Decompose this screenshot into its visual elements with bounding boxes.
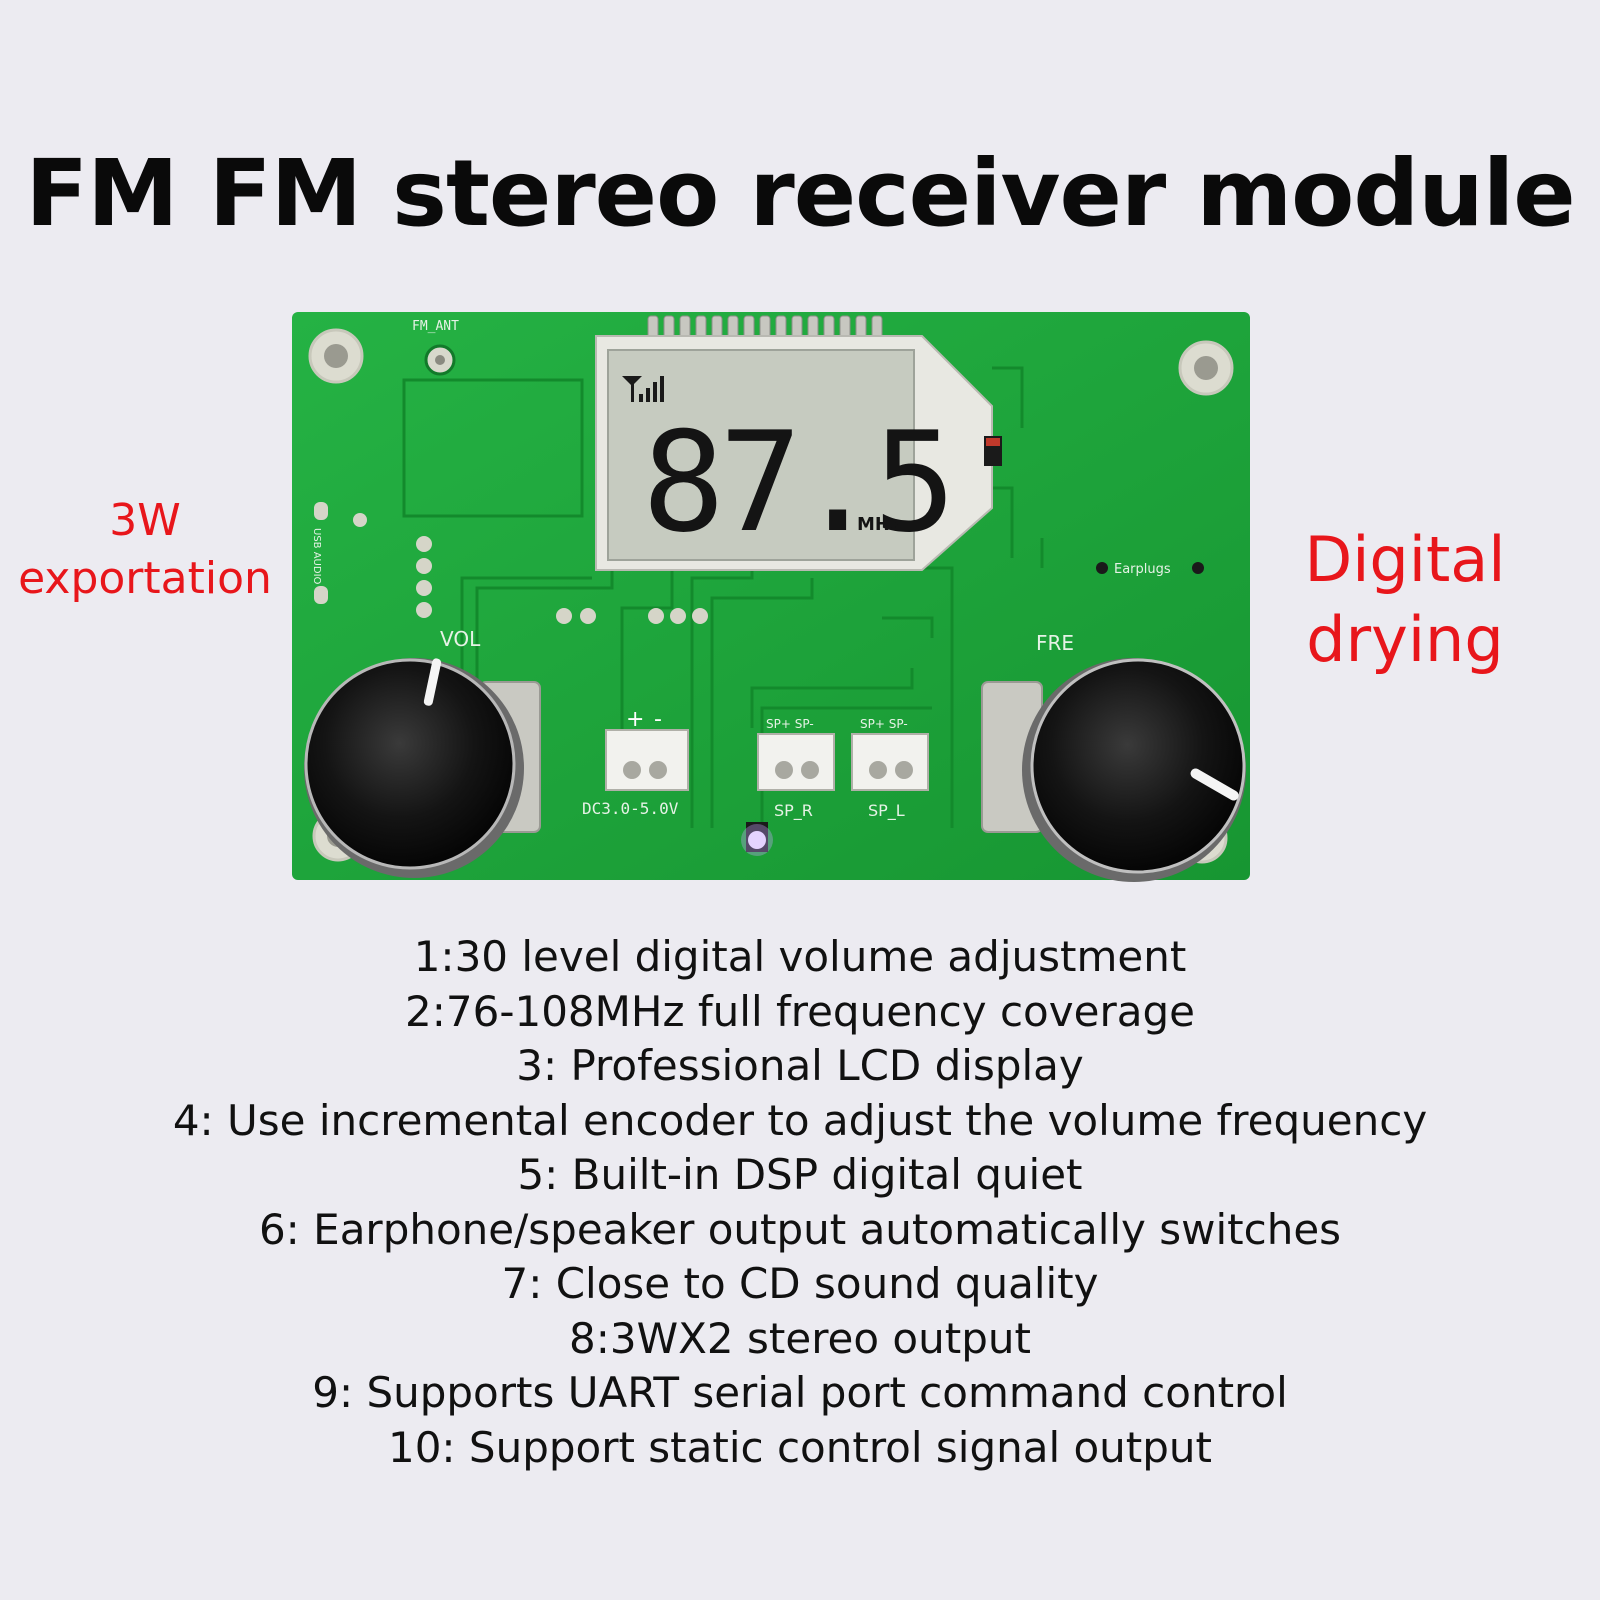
fm-ant-label: FM_ANT	[412, 319, 459, 334]
power-plus-label: +	[626, 707, 644, 732]
feature-item: 2:76-108MHz full frequency coverage	[405, 986, 1195, 1036]
usb-audio-label: USB AUDIO	[311, 528, 322, 585]
digital-callout: Digital drying	[1300, 520, 1510, 680]
lcd-screen	[607, 349, 915, 561]
power-callout-line-1: 3W	[109, 495, 181, 546]
digital-callout-line-2: drying	[1306, 603, 1504, 676]
signal-strength-icon	[622, 376, 664, 402]
fm-module-board-photo: FM_ANT	[292, 312, 1250, 882]
power-callout-line-2: exportation	[18, 553, 272, 604]
digital-callout-line-1: Digital	[1304, 523, 1506, 596]
speaker-left-connector	[851, 733, 929, 791]
feature-item: 10: Support static control signal output	[387, 1422, 1213, 1472]
feature-item: 9: Supports UART serial port command con…	[312, 1368, 1288, 1417]
power-minus-label: -	[654, 707, 662, 732]
page-title: FM FM stereo receiver module	[25, 140, 1575, 247]
feature-item: 5: Built-in DSP digital quiet	[517, 1150, 1083, 1199]
feature-item: 8:3WX2 stereo output	[569, 1313, 1031, 1363]
feature-item: 7: Close to CD sound quality	[501, 1259, 1099, 1308]
power-connector	[605, 729, 689, 791]
vol-label: VOL	[440, 627, 481, 651]
feature-item: 6: Earphone/speaker output automatically…	[258, 1204, 1342, 1254]
speaker-left-label: SP_L	[868, 801, 905, 821]
power-voltage-label: DC3.0-5.0V	[582, 799, 679, 818]
rf-section	[402, 378, 584, 518]
speaker-right-label: SP_R	[774, 801, 813, 821]
lcd-unit: MHz	[857, 514, 900, 535]
volume-knob	[304, 658, 524, 878]
lcd-connector-pins	[647, 315, 883, 339]
speaker-left-pins-label: SP+ SP-	[860, 717, 908, 731]
speaker-right-connector	[757, 733, 835, 791]
lcd-frequency: 87.5	[642, 402, 950, 563]
frequency-knob	[1022, 658, 1246, 882]
feature-list: 1:30 level digital volume adjustment 2:7…	[0, 930, 1600, 1475]
speaker-right-pins-label: SP+ SP-	[766, 717, 814, 731]
feature-item: 4: Use incremental encoder to adjust the…	[172, 1095, 1428, 1145]
earplugs-label: Earplugs	[1114, 562, 1171, 577]
power-callout: 3W exportation	[10, 492, 280, 608]
feature-item: 3: Professional LCD display	[516, 1041, 1084, 1090]
fre-label: FRE	[1036, 631, 1074, 655]
feature-item: 1:30 level digital volume adjustment	[413, 932, 1187, 981]
